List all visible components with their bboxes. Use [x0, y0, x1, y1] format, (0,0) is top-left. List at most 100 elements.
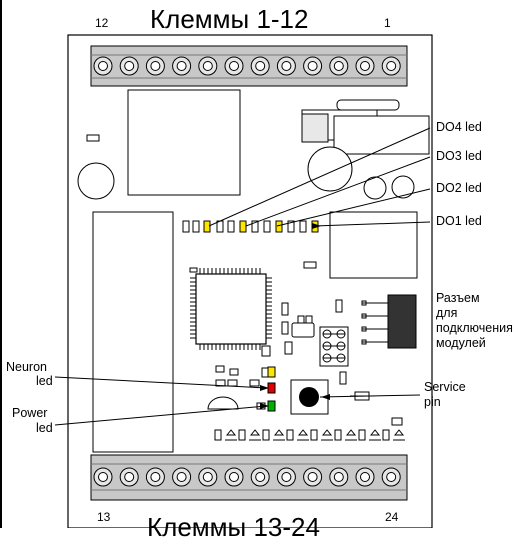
led-yellow-small	[267, 366, 276, 378]
terminal-screw-head	[176, 61, 187, 71]
smd-diode	[249, 429, 261, 441]
smd-resistor	[358, 429, 366, 441]
smd-part	[261, 367, 269, 378]
power-led-label-line2: led	[36, 421, 53, 435]
smd-resistor	[192, 220, 200, 233]
pin-number-24: 24	[385, 510, 399, 524]
terminal-screw-head	[281, 61, 292, 71]
terminal-screw-head	[202, 61, 213, 71]
terminal-screw-head	[360, 472, 370, 482]
terminal-screw-head	[176, 472, 187, 482]
smd-diode	[273, 429, 285, 441]
jumper-block	[319, 326, 349, 367]
smd-diode	[321, 429, 333, 441]
smd-resistor	[251, 220, 259, 233]
smd-part	[339, 371, 347, 385]
left-large-component	[92, 211, 174, 453]
connector-label-line1: Разъем	[436, 291, 480, 305]
smd-part	[229, 368, 239, 376]
do1-led-label: DO1 led	[436, 214, 482, 228]
smd-resistor	[310, 429, 318, 441]
smd-part	[86, 134, 100, 142]
terminal-screw-head	[360, 61, 370, 71]
smd-resistor	[299, 220, 307, 233]
top-terminal-block	[90, 45, 408, 87]
smd-part	[261, 345, 271, 357]
left-edge-line	[0, 0, 2, 528]
neuron-led-label-line1: Neuron	[6, 360, 47, 374]
terminal-screw-head	[333, 61, 344, 71]
smd-diode	[345, 429, 357, 441]
capacitor-right	[307, 146, 353, 192]
pin-number-13: 13	[97, 510, 111, 524]
smd-part	[215, 365, 225, 373]
smd-part	[335, 299, 343, 313]
smd-resistor	[382, 429, 390, 441]
terminal-screw-head	[307, 61, 318, 71]
bottom-terminal-block	[90, 454, 408, 501]
terminal-screw-head	[150, 61, 161, 71]
smd-resistor	[262, 429, 270, 441]
smd-resistor	[334, 429, 342, 441]
smd-part	[189, 267, 198, 273]
smd-part	[391, 417, 403, 426]
do3-led	[239, 220, 247, 233]
callout-arrows	[260, 223, 330, 409]
terminal-screw-head	[307, 472, 318, 482]
terminal-screw-head	[386, 61, 397, 71]
power-led-label-line1: Power	[12, 406, 48, 420]
terminal-screw-head	[255, 472, 266, 482]
terminal-screw-head	[202, 472, 213, 482]
connector-label-line4: модулей	[436, 336, 486, 350]
board-diagram	[54, 34, 433, 528]
terminal-screw-head	[124, 472, 135, 482]
smd-resistor	[286, 429, 294, 441]
connector-tab	[301, 113, 329, 143]
pin-number-12: 12	[95, 16, 109, 30]
diode-row	[214, 429, 405, 441]
do3-led-label: DO3 led	[436, 149, 482, 163]
terminal-screw-head	[229, 472, 239, 482]
neuron-led-label-line2: led	[36, 374, 53, 388]
smd-resistor	[287, 220, 295, 233]
service-pin-label-line1: Service	[424, 380, 466, 394]
neuron-led	[267, 382, 276, 394]
smd-resistor	[238, 429, 246, 441]
top-terminals-title: Клеммы 1-12	[150, 4, 309, 34]
smd-diode	[369, 429, 381, 441]
right-component-box	[329, 211, 418, 279]
small-round-2	[391, 175, 415, 199]
callout-lines	[54, 127, 431, 426]
terminal-screw-head	[386, 472, 397, 482]
relay-block	[127, 89, 241, 196]
microcontroller-chip	[190, 268, 272, 350]
smd-diode	[225, 429, 237, 441]
connector-label-line3: подключения	[436, 321, 513, 335]
do2-led	[275, 220, 283, 233]
module-header	[361, 294, 417, 349]
smd-part	[281, 302, 289, 316]
smd-diode	[297, 429, 309, 441]
smd-resistor	[182, 220, 190, 233]
smd-resistor	[227, 220, 235, 233]
power-led	[267, 400, 276, 412]
do4-led-label: DO4 led	[436, 120, 482, 134]
terminal-screw-head	[255, 61, 266, 71]
smd-part	[281, 321, 289, 335]
smd-part	[227, 379, 238, 387]
capacitor-left	[77, 162, 115, 200]
terminal-screw-head	[229, 61, 239, 71]
smd-resistor	[216, 220, 224, 233]
smd-part	[249, 379, 260, 387]
smd-part	[303, 261, 317, 269]
connector-label-line2: для	[436, 306, 458, 320]
smd-resistor	[214, 429, 222, 441]
terminal-screw-head	[98, 472, 108, 482]
terminal-screw-head	[281, 472, 292, 482]
bottom-terminals-title: Клеммы 13-24	[147, 512, 320, 542]
pin-number-1: 1	[384, 16, 391, 30]
crystal	[291, 322, 315, 338]
smd-part	[284, 341, 293, 355]
small-round-1	[363, 176, 387, 200]
terminal-screw-head	[124, 61, 135, 71]
